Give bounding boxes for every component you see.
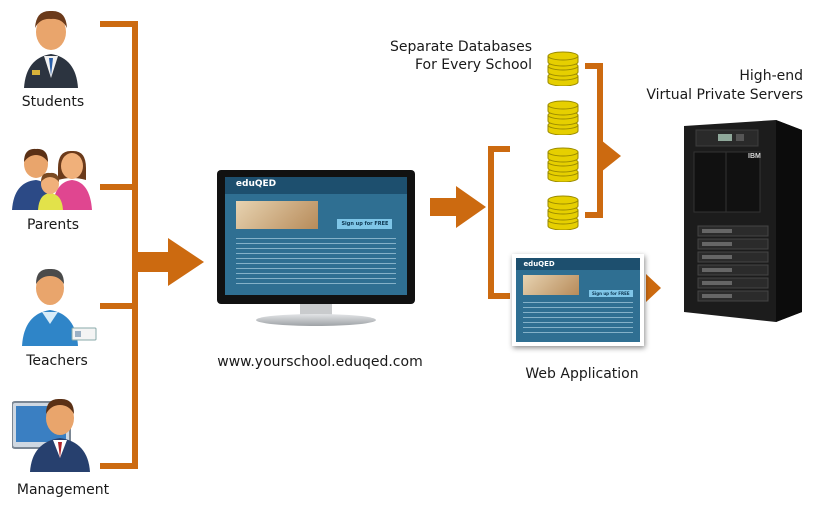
monitor: eduQED Sign up for FREE	[217, 170, 415, 304]
web-app-signup-button: Sign up for FREE	[588, 289, 633, 297]
parents-icon	[12, 148, 92, 210]
webapp-to-server-arrow	[646, 274, 661, 302]
web-app-screen: eduQED Sign up for FREE	[516, 258, 640, 342]
servers-label: High-end Virtual Private Servers	[600, 67, 803, 105]
server-tower-icon: IBM	[684, 120, 802, 322]
backend-bracket	[488, 146, 510, 299]
databases-label: Separate Databases For Every School	[360, 38, 532, 74]
teacher-icon	[22, 268, 97, 346]
server-brand: IBM	[748, 153, 761, 160]
users-bracket	[100, 21, 138, 469]
site-hero-image	[235, 200, 318, 229]
web-app-brand: eduQED	[523, 259, 555, 268]
monitor-neck	[300, 304, 332, 316]
web-app-screenshot: eduQED Sign up for FREE	[512, 254, 644, 346]
student-icon	[24, 10, 78, 88]
databases-label-line2: For Every School	[414, 57, 532, 73]
servers-label-line2: Virtual Private Servers	[646, 87, 803, 103]
management-label: Management	[16, 482, 110, 498]
database-bracket	[585, 63, 603, 218]
servers-label-line1: High-end	[739, 68, 803, 84]
parents-label: Parents	[26, 217, 80, 233]
website-url: www.yourschool.eduqed.com	[217, 354, 423, 370]
website-screen: eduQED Sign up for FREE	[225, 177, 407, 295]
database-icon-4	[547, 195, 579, 230]
site-signup-button: Sign up for FREE	[337, 219, 393, 230]
database-to-server-arrow	[601, 140, 621, 172]
web-app-label: Web Application	[525, 366, 639, 382]
database-icon-2	[547, 100, 579, 135]
site-brand: eduQED	[235, 179, 277, 190]
monitor-stand	[256, 314, 376, 326]
website-to-backend-arrow	[430, 186, 486, 228]
management-icon	[12, 398, 90, 472]
students-label: Students	[21, 94, 85, 110]
database-icon-3	[547, 147, 579, 182]
database-icon-1	[547, 51, 579, 86]
users-to-website-arrow	[137, 238, 204, 286]
databases-label-line1: Separate Databases	[390, 39, 532, 55]
teachers-label: Teachers	[26, 353, 88, 369]
